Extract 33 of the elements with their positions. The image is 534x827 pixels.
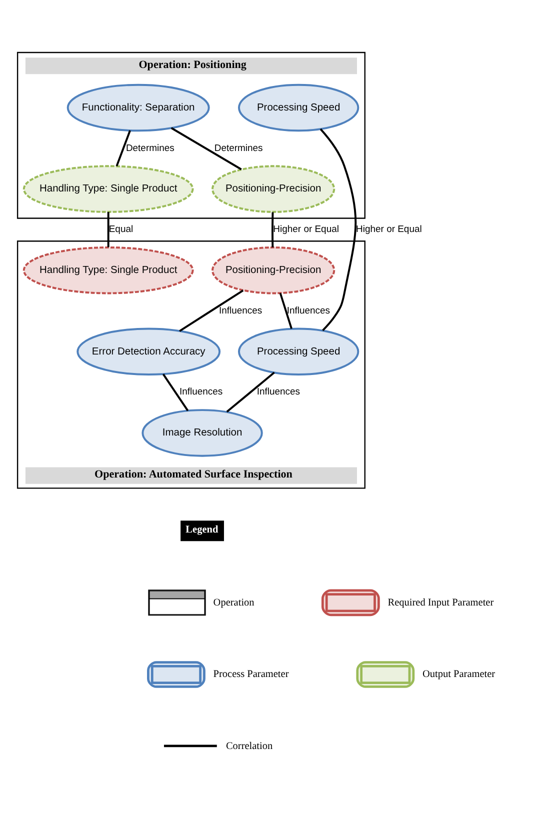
legend-label: Correlation (226, 740, 273, 752)
connector (272, 212, 274, 247)
connector (320, 128, 357, 331)
connector (226, 371, 275, 412)
node-ellipse: Functionality: Separation (66, 83, 210, 132)
edge-label: Equal (108, 224, 134, 235)
node-ellipse: Positioning-Precision (212, 164, 336, 212)
node-ellipse: Image Resolution (142, 408, 263, 456)
connector (279, 292, 292, 328)
edge-label: Influences (286, 304, 330, 316)
edge-label: Influences (218, 304, 262, 316)
legend-label: Operation (213, 596, 254, 608)
connector (179, 289, 244, 332)
node-ellipse: Processing Speed (238, 327, 360, 376)
legend-label: Required Input Parameter (388, 596, 494, 608)
edge-label: Higher or Equal (273, 224, 339, 235)
legend-label: Process Parameter (213, 668, 289, 680)
edge-label: Determines (126, 142, 174, 154)
node-ellipse: Handling Type: Single Product (22, 164, 194, 212)
edge-label: Influences (256, 386, 300, 398)
legend-label: Output Parameter (422, 668, 496, 680)
node-ellipse: Handling Type: Single Product (22, 246, 194, 294)
edge-label: Influences (180, 386, 223, 398)
connector (162, 373, 189, 411)
edge-label: Determines (214, 142, 263, 154)
connector (170, 126, 242, 170)
connector (107, 212, 110, 247)
edge-label: Higher or Equal (356, 224, 422, 235)
label: Legend (186, 524, 218, 536)
node-ellipse: Processing Speed (238, 83, 360, 132)
node-ellipse: Positioning-Precision (212, 246, 336, 294)
connector (116, 130, 131, 166)
node-ellipse: Error Detection Accuracy (76, 327, 221, 376)
